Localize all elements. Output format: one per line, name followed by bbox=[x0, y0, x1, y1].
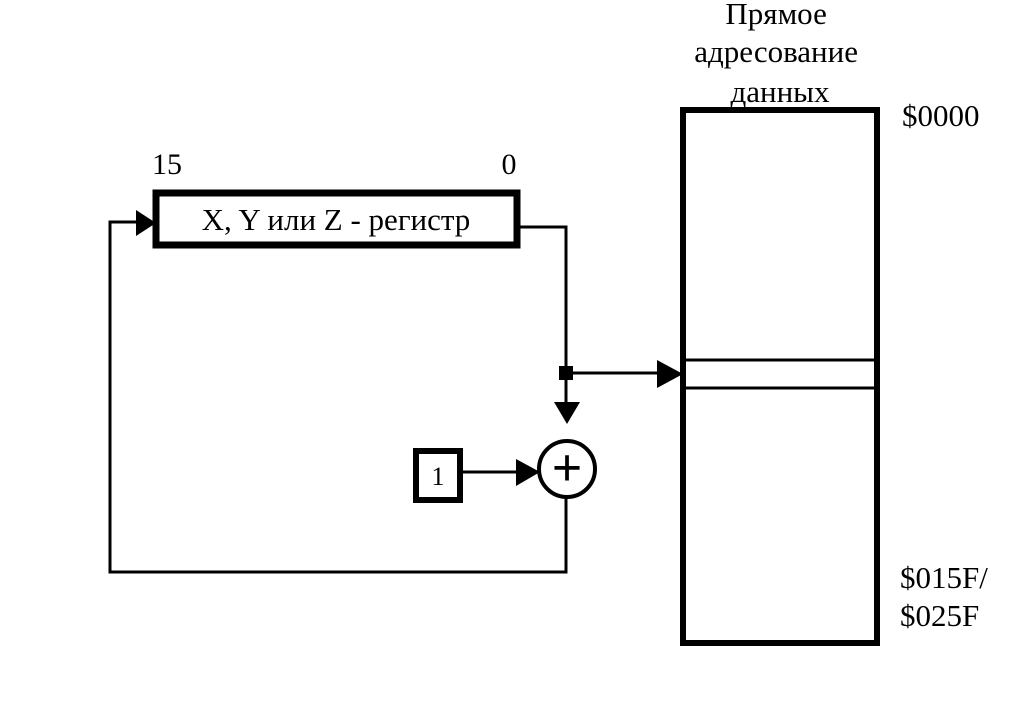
constant-label: 1 bbox=[432, 462, 445, 491]
register-label: X, Y или Z - регистр bbox=[202, 202, 471, 237]
data-memory-block bbox=[680, 107, 880, 646]
junction-dot bbox=[559, 366, 573, 380]
address-start-label: $0000 bbox=[902, 98, 980, 133]
register-input-arrow-icon bbox=[136, 210, 156, 236]
adder-top-arrow-icon bbox=[554, 402, 580, 424]
feedback-wire bbox=[108, 220, 568, 574]
adder-circle bbox=[537, 439, 597, 499]
adder-plus-icon: + bbox=[552, 438, 583, 498]
memory-title: Прямое адресование данных bbox=[694, 0, 866, 109]
adder: + bbox=[537, 438, 597, 499]
constant-box bbox=[413, 448, 463, 503]
data-memory bbox=[680, 107, 880, 646]
register-output-wire bbox=[517, 225, 568, 373]
memory-title-line-1: Прямое bbox=[725, 0, 826, 31]
connection-wires bbox=[108, 220, 668, 574]
register-msb-label: 15 bbox=[152, 148, 182, 181]
address-end-line-2: $025F bbox=[900, 598, 979, 633]
adder-left-arrow-icon bbox=[516, 459, 540, 486]
pointer-register: X, Y или Z - регистр bbox=[152, 189, 521, 249]
memory-title-line-3: данных bbox=[730, 74, 830, 109]
increment-constant: 1 bbox=[413, 448, 463, 503]
register-box bbox=[152, 189, 521, 249]
register-lsb-label: 0 bbox=[502, 148, 517, 181]
memory-input-arrow-icon bbox=[657, 360, 683, 388]
memory-title-line-2: адресование bbox=[694, 34, 858, 69]
address-end-label: $015F/ $025F bbox=[900, 560, 996, 633]
address-end-line-1: $015F/ bbox=[900, 560, 988, 595]
